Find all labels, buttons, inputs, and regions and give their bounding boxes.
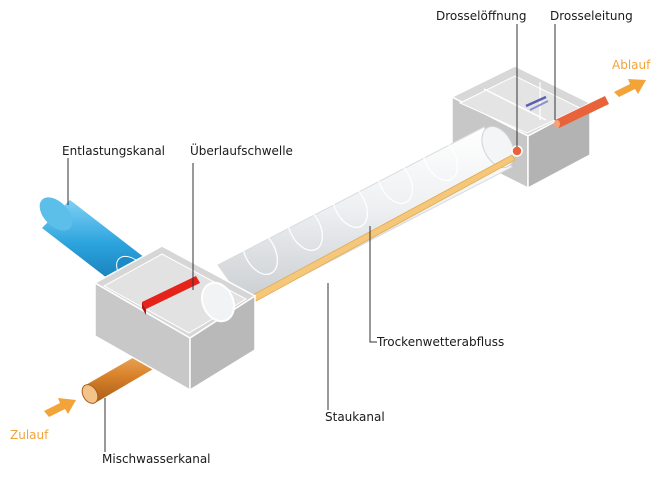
inflow-arrow-icon [44, 398, 76, 417]
overflow-weir [142, 276, 200, 315]
throttle-pipe [554, 96, 609, 128]
label-mischwasserkanal: Mischwasserkanal [102, 452, 211, 466]
label-trockenwetterabfluss: Trockenwetterabfluss [377, 335, 505, 349]
label-drosseloeffnung: Drosselöffnung [436, 9, 527, 23]
label-ablauf: Ablauf [612, 58, 651, 72]
outflow-arrow-icon [614, 79, 646, 97]
throttle-opening [511, 145, 523, 157]
label-entlastungskanal: Entlastungskanal [62, 144, 166, 158]
label-staukanal: Staukanal [325, 410, 385, 424]
label-drosseleitung: Drosseleitung [550, 9, 633, 23]
throttle-opening-marker [525, 95, 549, 111]
label-ueberlaufschwelle: Überlaufschwelle [190, 144, 293, 158]
label-zulauf: Zulauf [10, 428, 49, 442]
leader-trockenwetterabfluss [369, 226, 377, 343]
